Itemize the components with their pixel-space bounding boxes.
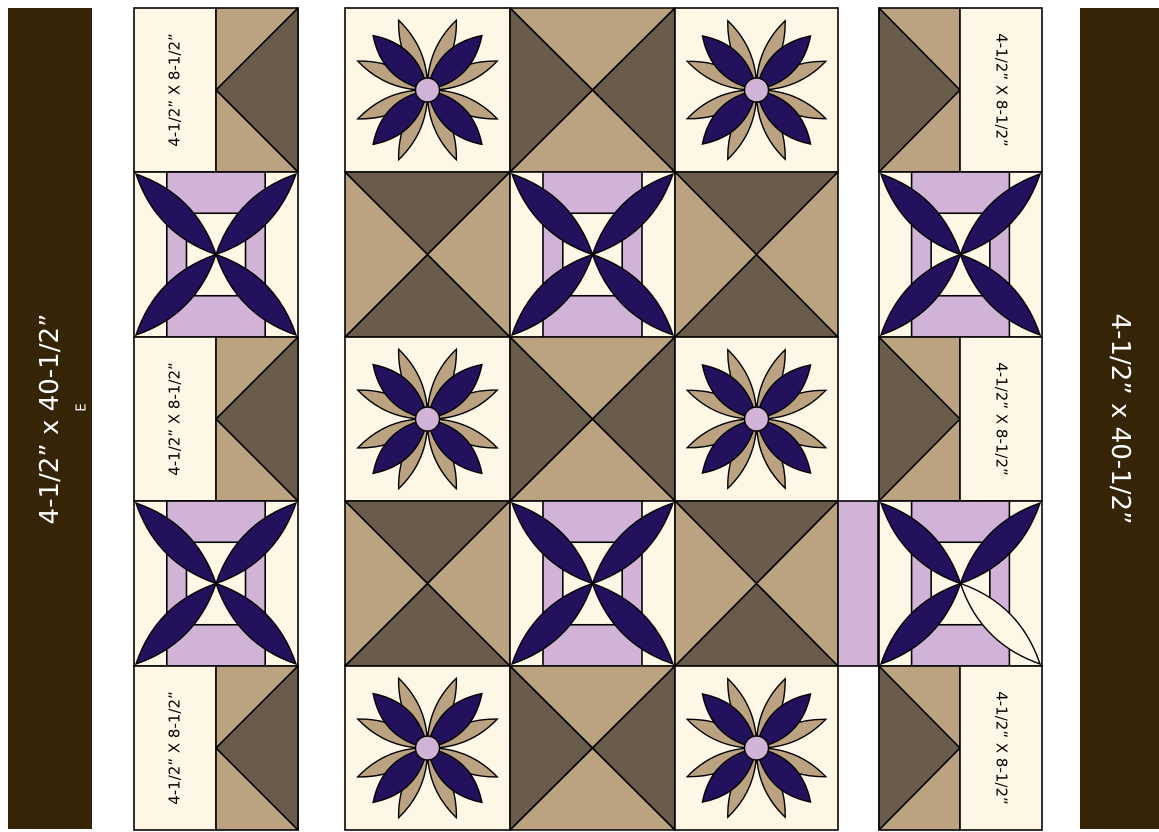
size-label: 4-1/2” X 8-1/2” xyxy=(993,362,1011,476)
hourglass-block xyxy=(510,8,675,172)
hourglass-block xyxy=(675,501,838,666)
flower-block xyxy=(675,337,838,501)
flying-goose-unit: 4-1/2” X 8-1/2” xyxy=(134,8,298,172)
flower-block xyxy=(345,337,510,501)
cross-block xyxy=(879,501,1042,666)
cross-block xyxy=(879,172,1042,337)
flower-center xyxy=(416,736,440,760)
flying-goose-unit: 4-1/2” X 8-1/2” xyxy=(879,337,1042,501)
flower-center xyxy=(416,407,440,431)
flower-center xyxy=(745,78,769,102)
cross-block xyxy=(134,501,298,666)
hourglass-block xyxy=(345,172,510,337)
flower-center xyxy=(745,736,769,760)
flying-goose-unit: 4-1/2” X 8-1/2” xyxy=(134,337,298,501)
cross-block xyxy=(134,172,298,337)
size-label: 4-1/2” X 8-1/2” xyxy=(166,33,184,147)
lilac-connector-strip xyxy=(838,501,878,666)
hourglass-block xyxy=(345,501,510,666)
hourglass-block xyxy=(675,172,838,337)
flying-goose-unit: 4-1/2” X 8-1/2” xyxy=(134,666,298,830)
flower-center xyxy=(745,407,769,431)
cross-block xyxy=(510,501,675,666)
size-label: 4-1/2” X 8-1/2” xyxy=(993,691,1011,805)
flower-block xyxy=(345,8,510,172)
flying-goose-unit: 4-1/2” X 8-1/2” xyxy=(879,666,1042,830)
size-label: 4-1/2” X 8-1/2” xyxy=(166,691,184,805)
size-label: 4-1/2” X 8-1/2” xyxy=(993,33,1011,147)
flower-block xyxy=(345,666,510,830)
hourglass-block xyxy=(510,666,675,830)
cross-block xyxy=(510,172,675,337)
flower-center xyxy=(416,78,440,102)
flower-block xyxy=(675,8,838,172)
flying-goose-unit: 4-1/2” X 8-1/2” xyxy=(879,8,1042,172)
flower-block xyxy=(675,666,838,830)
hourglass-block xyxy=(510,337,675,501)
size-label: 4-1/2” X 8-1/2” xyxy=(166,362,184,476)
